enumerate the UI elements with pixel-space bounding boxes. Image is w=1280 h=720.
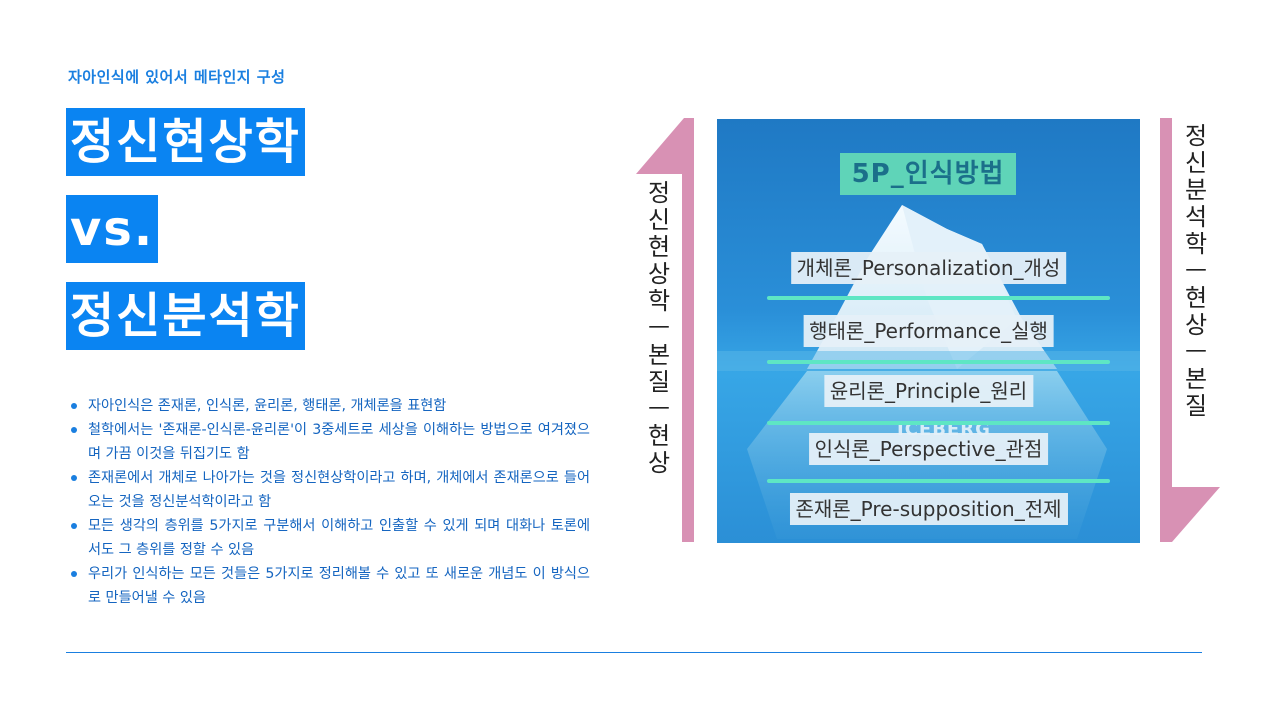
title-phenomenology: 정신현상학 [66, 108, 305, 176]
layer-principle: 윤리론_Principle_원리 [823, 375, 1034, 407]
bullet-list: 자아인식은 존재론, 인식론, 윤리론, 행태론, 개체론을 표현함 철학에서는… [68, 394, 590, 610]
bullet-item: 자아인식은 존재론, 인식론, 윤리론, 행태론, 개체론을 표현함 [68, 394, 590, 418]
bullet-item: 존재론에서 개체로 나아가는 것을 정신현상학이라고 하며, 개체에서 존재론으… [68, 466, 590, 514]
layer-divider [767, 296, 1110, 300]
method-title: 5P_인식방법 [840, 153, 1016, 195]
layer-performance: 행태론_Performance_실행 [803, 315, 1054, 347]
left-vertical-label: 정 신 현 상 학 ㅡ 본 질 ㅡ 현 상 [647, 179, 671, 477]
layer-divider [767, 360, 1110, 364]
bottom-divider [66, 652, 1202, 653]
bullet-item: 우리가 인식하는 모든 것들은 5가지로 정리해볼 수 있고 또 새로운 개념도… [68, 562, 590, 610]
right-vertical-label: 정 신 분 석 학 ㅡ 현 상 ㅡ 본 질 [1184, 122, 1208, 420]
title-psychoanalysis: 정신분석학 [66, 282, 305, 350]
layer-divider [767, 421, 1110, 425]
layer-presupposition: 존재론_Pre-supposition_전제 [789, 493, 1068, 525]
bullet-item: 철학에서는 '존재론-인식론-윤리론'이 3중세트로 세상을 이해하는 방법으로… [68, 418, 590, 466]
title-versus: vs. [66, 195, 159, 263]
layer-perspective: 인식론_Perspective_관점 [808, 433, 1049, 465]
subtitle: 자아인식에 있어서 메타인지 구성 [68, 68, 286, 86]
bullet-item: 모든 생각의 층위를 5가지로 구분해서 이해하고 인출할 수 있게 되며 대화… [68, 514, 590, 562]
layer-personalization: 개체론_Personalization_개성 [790, 252, 1067, 284]
layer-divider [767, 479, 1110, 483]
left-arrow-up [636, 118, 694, 542]
iceberg-image: 5P_인식방법 ICEBERG 개체론_Personalization_개성 행… [717, 119, 1140, 543]
right-arrow-down [1160, 118, 1220, 542]
